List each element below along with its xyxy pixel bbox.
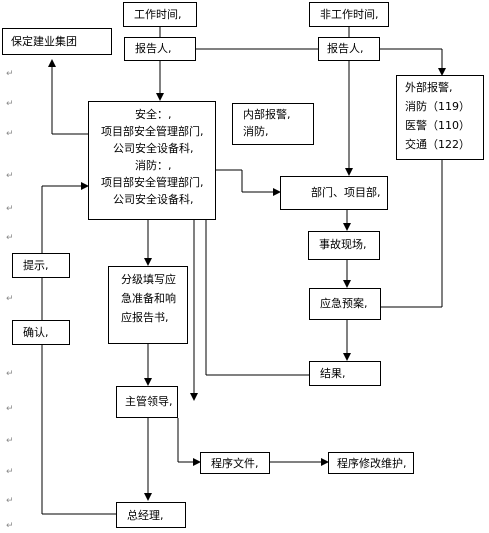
- paragraph-mark: ↵: [6, 467, 14, 477]
- safety-fire-box: 安全：, 项目部安全管理部门, 公司安全设备科, 消防：, 项目部安全管理部门,…: [88, 101, 216, 220]
- baoding-group-box: 保定建业集团: [2, 28, 112, 55]
- paragraph-mark: ↵: [6, 171, 14, 181]
- procedure-maintenance-box: 程序修改维护,: [328, 452, 414, 474]
- paragraph-mark: ↵: [6, 294, 14, 304]
- paragraph-mark: ↵: [6, 521, 14, 531]
- paragraph-mark: ↵: [6, 69, 14, 79]
- supervisor-box: 主管领导,: [116, 386, 178, 418]
- paragraph-mark: ↵: [6, 436, 14, 446]
- paragraph-mark: ↵: [6, 129, 14, 139]
- external-report-box: 外部报警, 消防（119） 医警（110） 交通（122）: [396, 75, 484, 160]
- paragraph-mark: ↵: [6, 369, 14, 379]
- non-work-time-label: 非工作时间,: [309, 2, 389, 27]
- paragraph-mark: ↵: [6, 404, 14, 414]
- reporter-right-box: 报告人,: [318, 37, 380, 61]
- prompt-box: 提示,: [12, 253, 70, 278]
- accident-scene-box: 事故现场,: [308, 231, 380, 260]
- procedure-file-box: 程序文件,: [200, 452, 270, 474]
- paragraph-mark: ↵: [6, 233, 14, 243]
- work-time-label: 工作时间,: [123, 2, 197, 27]
- emergency-plan-box: 应急预案,: [309, 288, 381, 320]
- internal-report-box: 内部报警, 消防,: [232, 103, 314, 145]
- reporter-left-box: 报告人,: [124, 37, 196, 61]
- result-box: 结果,: [309, 361, 381, 386]
- paragraph-mark: ↵: [6, 204, 14, 214]
- paragraph-mark: ↵: [6, 99, 14, 109]
- grading-report-box: 分级填写应 急准备和响 应报告书,: [108, 266, 188, 344]
- paragraph-mark: ↵: [6, 496, 14, 506]
- dept-project-box: 部门、项目部,: [280, 176, 388, 210]
- confirm-box: 确认,: [12, 320, 70, 345]
- general-manager-box: 总经理,: [116, 502, 186, 528]
